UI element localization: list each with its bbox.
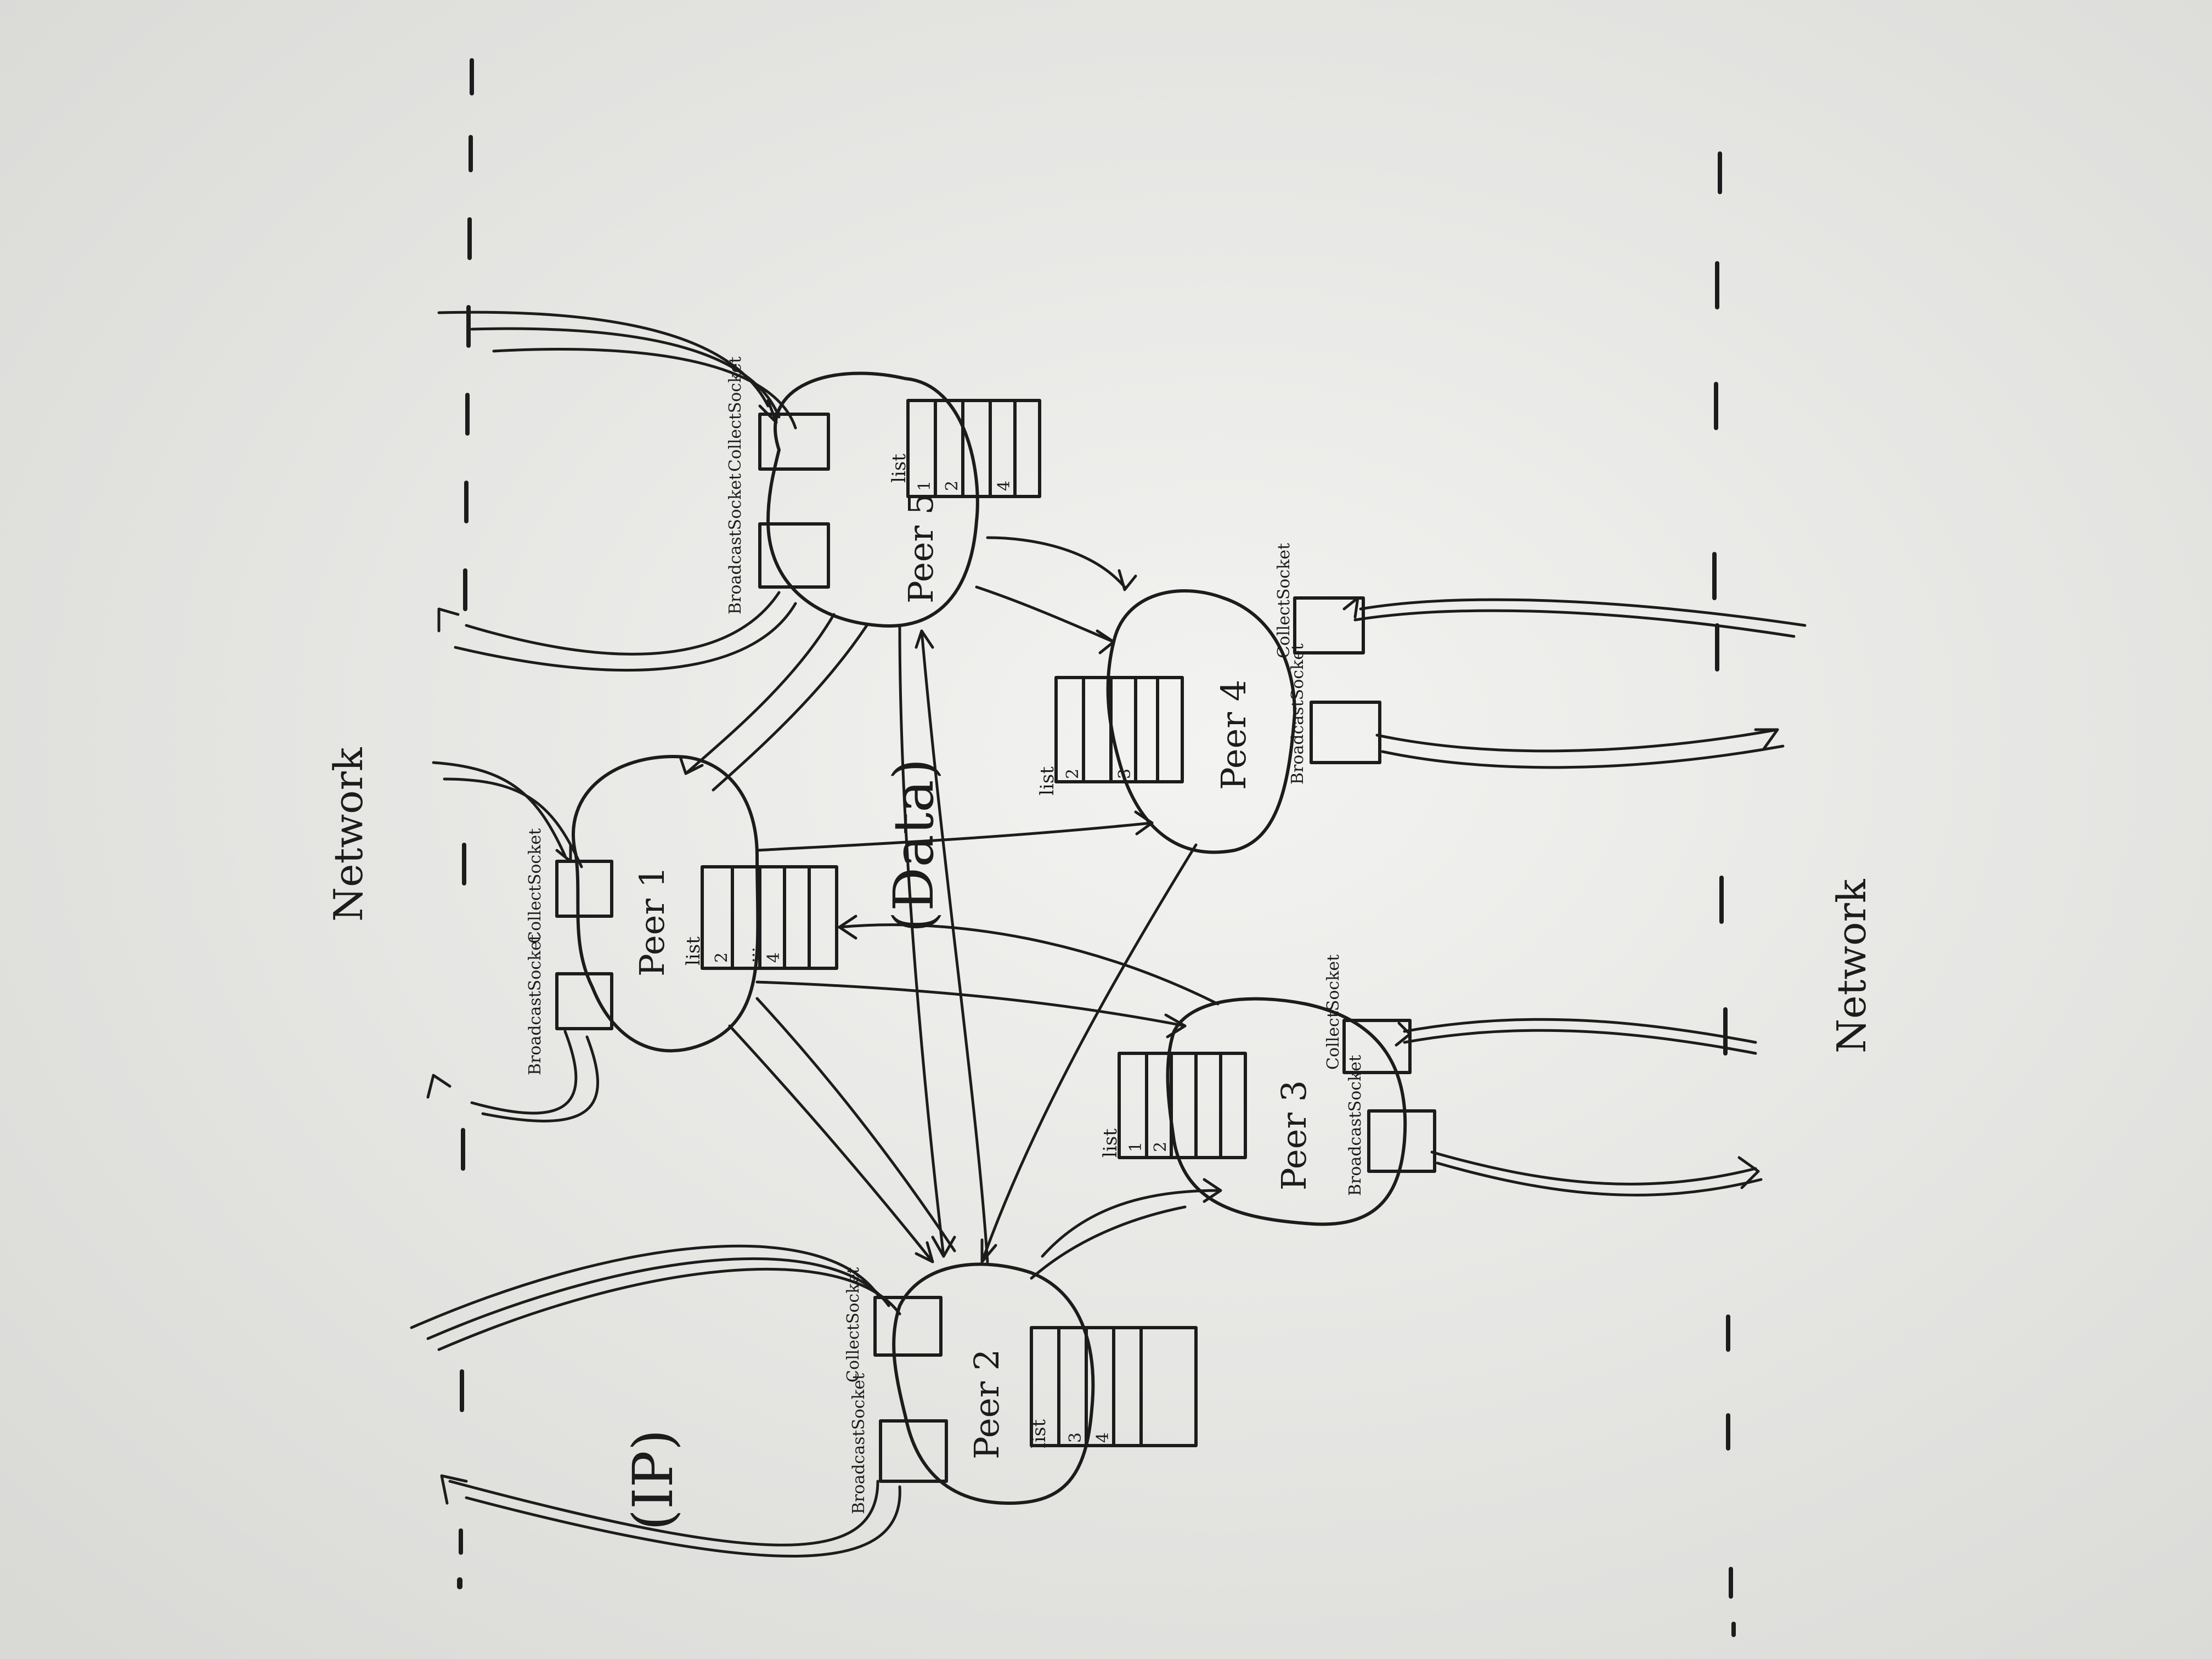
peer-4-label: Peer 4 (1214, 680, 1254, 790)
peer-2-list-label: list (1028, 1419, 1050, 1448)
peer-5-broadcast-label: BroadcastSocket (726, 473, 745, 614)
peer-4-collect-label: CollectSocket (1274, 543, 1294, 658)
ip-label: (IP) (621, 1429, 685, 1531)
peer-1-list-row-2: ... (740, 947, 759, 963)
peer-3-label: Peer 3 (1274, 1080, 1314, 1190)
peer-3-list-row-2: 2 (1151, 1142, 1170, 1152)
peer-3-collect-label: CollectSocket (1324, 955, 1343, 1070)
peer-3-list-label: list (1099, 1128, 1121, 1158)
peer-2-list-row-1: 3 (1066, 1432, 1085, 1443)
peer-3-list-row-1: 1 (1126, 1142, 1146, 1152)
peer-2-list-row-2: 4 (1093, 1432, 1113, 1443)
peer-5-list-row-2: 2 (943, 481, 962, 491)
network-label-top: Network (325, 747, 371, 922)
peer-2-label: Peer 2 (967, 1349, 1007, 1459)
peer-1-list-label: list (682, 936, 704, 966)
peer-1-label: Peer 1 (632, 866, 672, 977)
peer-4-list-row-2: 3 (1115, 769, 1135, 779)
peer-3-broadcast-label: BroadcastSocket (1346, 1055, 1365, 1196)
peer-1-list-row-3: 4 (764, 952, 783, 963)
peer-5-label: Peer 5 (901, 493, 941, 603)
peer-5-list-row-1: 1 (915, 481, 934, 491)
peer-4-broadcast-label: BroadcastSocket (1288, 644, 1307, 785)
peer-4-list-label: list (1036, 766, 1058, 795)
peer-5-list-row-3: 4 (995, 481, 1014, 491)
network-label-bottom: Network (1829, 878, 1875, 1053)
peer-2-broadcast-label: BroadcastSocket (849, 1373, 868, 1514)
peer-1-broadcast-label: BroadcastSocket (526, 934, 545, 1075)
peer-4-list-row-1: 2 (1063, 769, 1082, 779)
peer-1-collect-label: CollectSocket (526, 828, 545, 944)
peer-1-list-row-1: 2 (712, 952, 731, 963)
peer-5-list-label: list (888, 454, 910, 483)
